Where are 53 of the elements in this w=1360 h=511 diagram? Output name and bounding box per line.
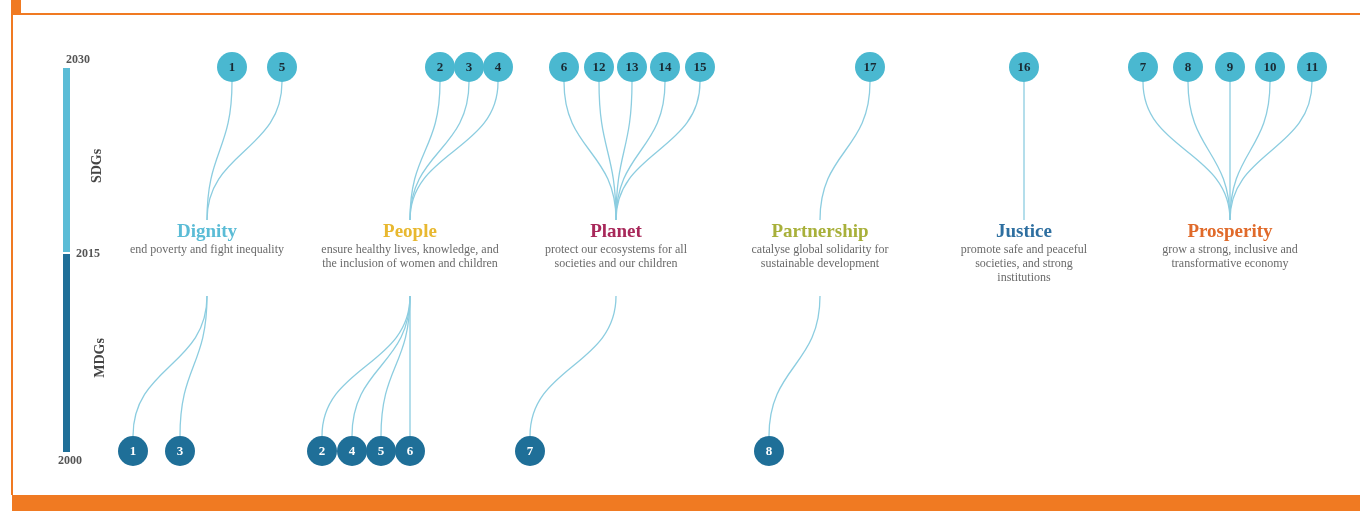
year-label: 2030 — [66, 52, 90, 67]
theme-title: Planet — [590, 220, 642, 242]
goal-number-circle: 3 — [165, 436, 195, 466]
year-label: 2015 — [76, 246, 100, 261]
goal-number-circle: 4 — [483, 52, 513, 82]
connector-line — [206, 81, 283, 221]
goal-number-circle: 7 — [1128, 52, 1158, 82]
goal-number-circle: 14 — [650, 52, 680, 82]
goal-number-circle: 13 — [617, 52, 647, 82]
goal-number-circle: 1 — [217, 52, 247, 82]
connector-line — [819, 81, 871, 221]
goal-number-circle: 8 — [1173, 52, 1203, 82]
theme-title: People — [383, 220, 437, 242]
theme-title: Partnership — [771, 220, 869, 242]
connector-line — [529, 295, 617, 437]
goal-number-circle: 17 — [855, 52, 885, 82]
goal-number-circle: 12 — [584, 52, 614, 82]
connector-line — [1023, 81, 1025, 221]
period-label: MDGs — [91, 338, 108, 378]
connector-line — [768, 295, 821, 437]
connector-line — [409, 295, 411, 437]
connector-line — [615, 81, 701, 221]
goal-number-circle: 4 — [337, 436, 367, 466]
theme-title: Justice — [996, 220, 1052, 242]
connector-line — [1229, 81, 1271, 221]
goal-number-circle: 3 — [454, 52, 484, 82]
goal-number-circle: 15 — [685, 52, 715, 82]
goal-number-circle: 6 — [549, 52, 579, 82]
theme-description: grow a strong, inclusive and transformative economy — [1161, 242, 1299, 270]
theme-description: end poverty and fight inequality — [129, 242, 285, 256]
goal-number-circle: 2 — [425, 52, 455, 82]
connector-line — [179, 295, 208, 437]
goal-number-circle: 2 — [307, 436, 337, 466]
goal-number-circle: 1 — [118, 436, 148, 466]
goal-number-circle: 5 — [267, 52, 297, 82]
theme-title: Dignity — [176, 220, 238, 242]
goal-number-circle: 5 — [366, 436, 396, 466]
goal-number-circle: 16 — [1009, 52, 1039, 82]
connector-line — [409, 81, 499, 221]
goal-number-circle: 10 — [1255, 52, 1285, 82]
theme-description: catalyse global solidarity for sustainable development — [750, 242, 890, 270]
goal-number-circle: 9 — [1215, 52, 1245, 82]
theme-title: Prosperity — [1187, 220, 1273, 242]
goal-number-circle: 11 — [1297, 52, 1327, 82]
theme-description: ensure healthy lives, knowledge, and the inclusion of women and children — [320, 242, 500, 270]
year-label: 2000 — [58, 453, 82, 468]
theme-description: protect our ecosystems for all societies and our children — [544, 242, 688, 270]
goal-number-circle: 8 — [754, 436, 784, 466]
theme-description: promote safe and peaceful societies, and strong institutions — [959, 242, 1089, 284]
goal-number-circle: 7 — [515, 436, 545, 466]
goal-number-circle: 6 — [395, 436, 425, 466]
period-label: SDGs — [89, 148, 106, 184]
connector-line — [1229, 81, 1313, 221]
